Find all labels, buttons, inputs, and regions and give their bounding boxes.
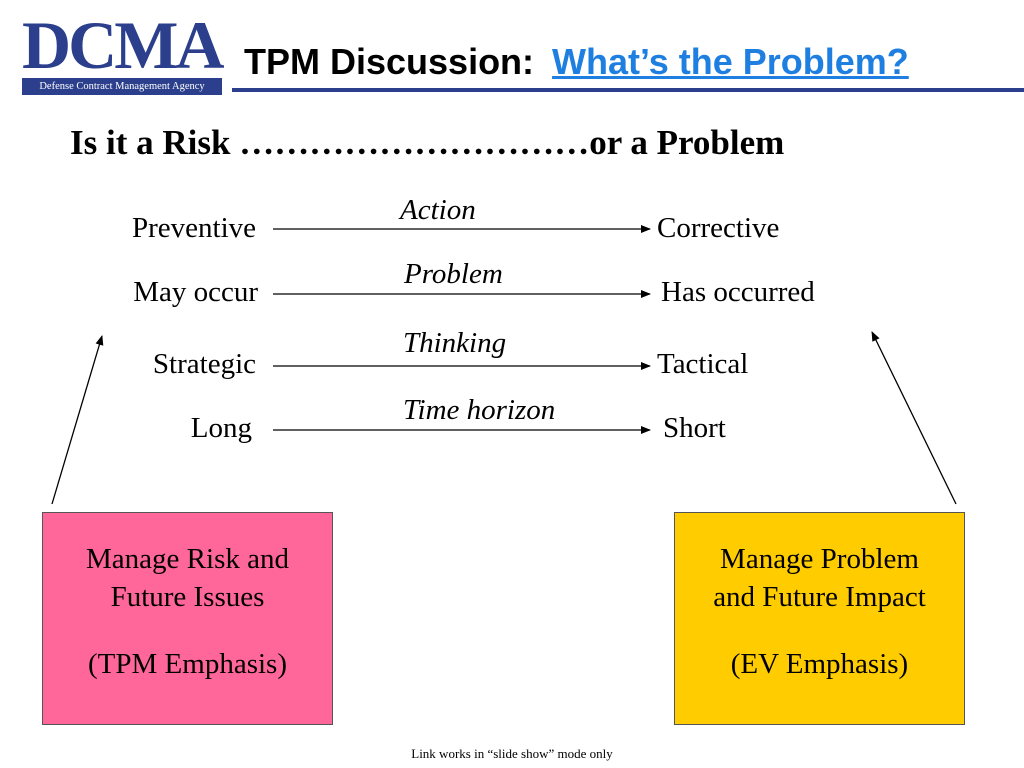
right-label-short: Short [663, 412, 726, 444]
title-prefix: TPM Discussion: [244, 41, 535, 82]
right-label-tactical: Tactical [657, 348, 749, 380]
right-label-has-occurred: Has occurred [661, 276, 815, 308]
logo-agency-name: Defense Contract Management Agency [22, 78, 222, 95]
subtitle: Is it a Risk …………………………or a Problem [70, 123, 785, 162]
risk-box-line-2: Future Issues [110, 580, 265, 613]
problem-box-emphasis: (EV Emphasis) [730, 648, 909, 681]
page-title: TPM Discussion: What’s the Problem? [244, 44, 909, 80]
problem-box-line-2: and Future Impact [713, 580, 926, 613]
footnote: Link works in “slide show” mode only [411, 746, 613, 761]
manage-problem-box: Manage Problem and Future Impact (EV Emp… [674, 512, 965, 725]
left-label-may-occur: May occur [133, 276, 258, 308]
logo-letters: DCMA [22, 7, 225, 83]
left-label-strategic: Strategic [152, 348, 256, 380]
header-divider [232, 88, 1024, 92]
arrow-risk-to-left-column [51, 335, 104, 505]
arrow-problem-to-right-column [871, 331, 957, 505]
risk-box-emphasis: (TPM Emphasis) [88, 648, 287, 681]
left-label-preventive: Preventive [131, 212, 256, 244]
dcma-logo: DCMA Defense Contract Management Agency [10, 6, 225, 95]
middle-label-problem: Problem [404, 258, 503, 290]
problem-box-line-1: Manage Problem [720, 543, 919, 575]
middle-label-time-horizon: Time horizon [403, 394, 556, 426]
right-label-corrective: Corrective [657, 212, 780, 244]
middle-label-thinking: Thinking [403, 327, 507, 359]
risk-box-line-1: Manage Risk and [86, 543, 289, 575]
middle-label-action: Action [400, 194, 476, 226]
left-label-long: Long [190, 412, 252, 444]
title-link[interactable]: What’s the Problem? [552, 41, 909, 82]
manage-risk-box: Manage Risk and Future Issues (TPM Empha… [42, 512, 333, 725]
